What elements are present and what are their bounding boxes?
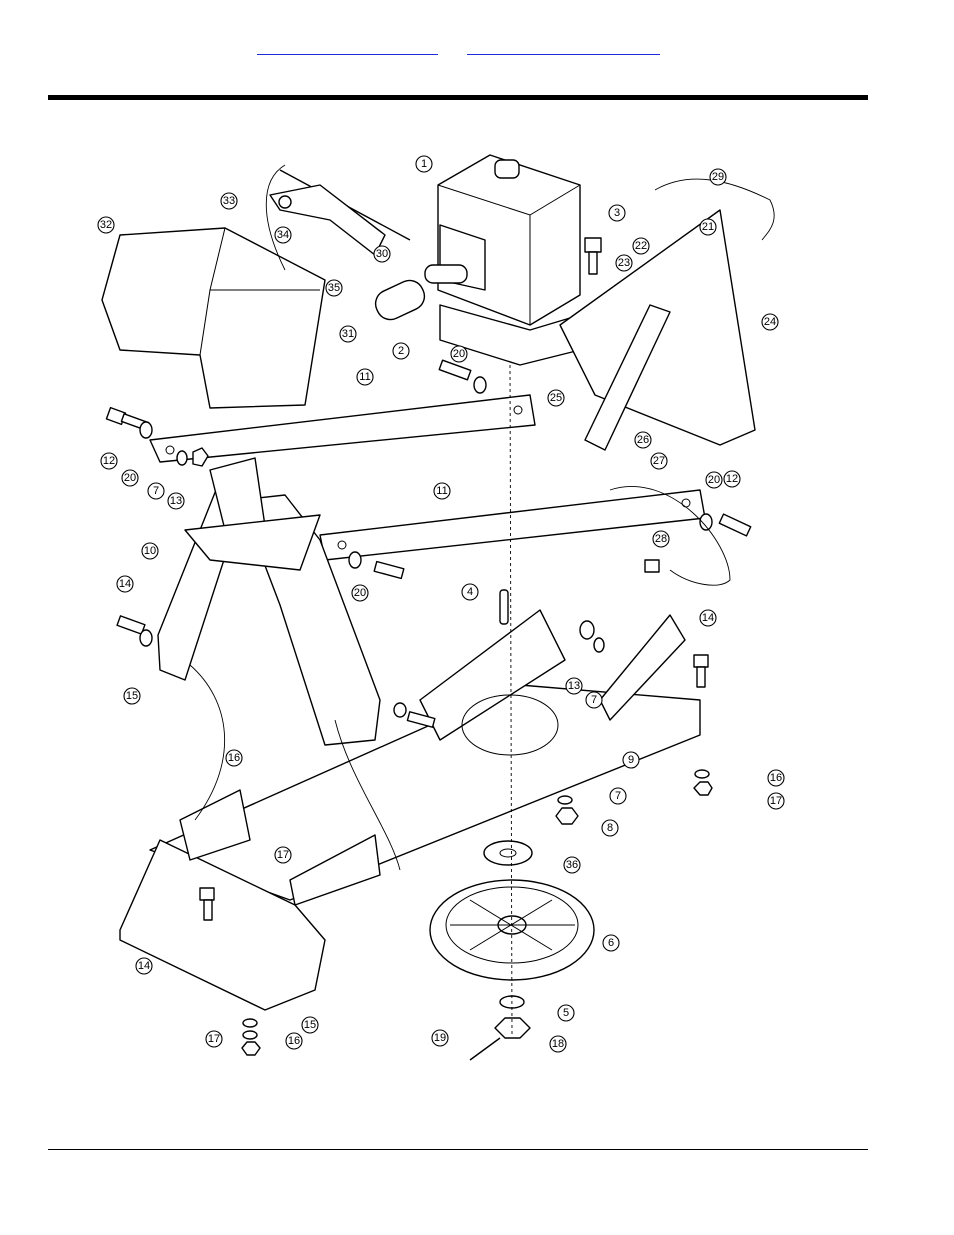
svg-text:14: 14 <box>119 578 131 590</box>
svg-text:23: 23 <box>618 257 630 269</box>
svg-text:28: 28 <box>655 533 667 545</box>
pulley-hardware <box>470 996 530 1060</box>
svg-text:14: 14 <box>702 612 714 624</box>
svg-text:24: 24 <box>764 316 776 328</box>
svg-text:13: 13 <box>568 680 580 692</box>
svg-text:17: 17 <box>208 1033 220 1045</box>
hinge-bracket <box>270 170 410 255</box>
svg-text:31: 31 <box>342 328 354 340</box>
svg-text:36: 36 <box>566 859 578 871</box>
svg-text:10: 10 <box>144 545 156 557</box>
exploded-parts-diagram: 1 2 3 4 5 6 7 7 7 8 9 10 11 11 12 12 13 … <box>90 140 790 1080</box>
svg-text:12: 12 <box>726 473 738 485</box>
gearbox <box>425 155 580 365</box>
svg-text:20: 20 <box>453 348 465 360</box>
svg-text:12: 12 <box>103 455 115 467</box>
svg-text:16: 16 <box>288 1035 300 1047</box>
svg-text:3: 3 <box>614 207 620 219</box>
svg-text:6: 6 <box>608 937 614 949</box>
svg-text:22: 22 <box>635 240 647 252</box>
svg-text:15: 15 <box>304 1019 316 1031</box>
svg-text:13: 13 <box>170 495 182 507</box>
header-rule <box>48 95 868 100</box>
svg-text:4: 4 <box>467 586 473 598</box>
svg-text:17: 17 <box>770 795 782 807</box>
svg-text:34: 34 <box>277 229 289 241</box>
svg-text:11: 11 <box>359 371 370 383</box>
a-frame <box>158 458 380 745</box>
lower-lift-arm <box>320 490 705 560</box>
shield-guard <box>102 228 325 408</box>
svg-text:5: 5 <box>563 1007 569 1019</box>
svg-text:20: 20 <box>354 587 366 599</box>
svg-text:26: 26 <box>637 434 649 446</box>
svg-text:11: 11 <box>436 485 447 497</box>
svg-text:19: 19 <box>434 1032 446 1044</box>
svg-text:9: 9 <box>628 754 634 766</box>
svg-text:27: 27 <box>653 455 665 467</box>
svg-text:17: 17 <box>277 849 289 861</box>
svg-text:20: 20 <box>124 472 136 484</box>
svg-text:16: 16 <box>770 772 782 784</box>
svg-text:8: 8 <box>607 822 613 834</box>
svg-text:1: 1 <box>421 158 427 170</box>
svg-text:2: 2 <box>398 345 404 357</box>
svg-text:18: 18 <box>552 1038 564 1050</box>
upper-lift-arm <box>150 395 535 462</box>
washer-36 <box>484 841 532 865</box>
svg-text:16: 16 <box>228 752 240 764</box>
svg-text:25: 25 <box>550 392 562 404</box>
svg-text:30: 30 <box>376 248 388 260</box>
svg-text:14: 14 <box>138 960 150 972</box>
footer-rule <box>48 1149 868 1150</box>
svg-text:33: 33 <box>223 195 235 207</box>
svg-text:15: 15 <box>126 690 138 702</box>
svg-text:35: 35 <box>328 282 340 294</box>
nav-link-right[interactable] <box>467 38 660 55</box>
svg-text:7: 7 <box>591 694 597 706</box>
svg-text:7: 7 <box>153 485 159 497</box>
shaft-coupling <box>371 276 429 324</box>
svg-text:20: 20 <box>708 474 720 486</box>
nav-link-left[interactable] <box>257 38 438 55</box>
svg-text:29: 29 <box>712 171 724 183</box>
svg-text:32: 32 <box>100 219 112 231</box>
svg-text:7: 7 <box>615 790 621 802</box>
svg-text:21: 21 <box>702 221 714 233</box>
bolt-3 <box>585 238 601 274</box>
